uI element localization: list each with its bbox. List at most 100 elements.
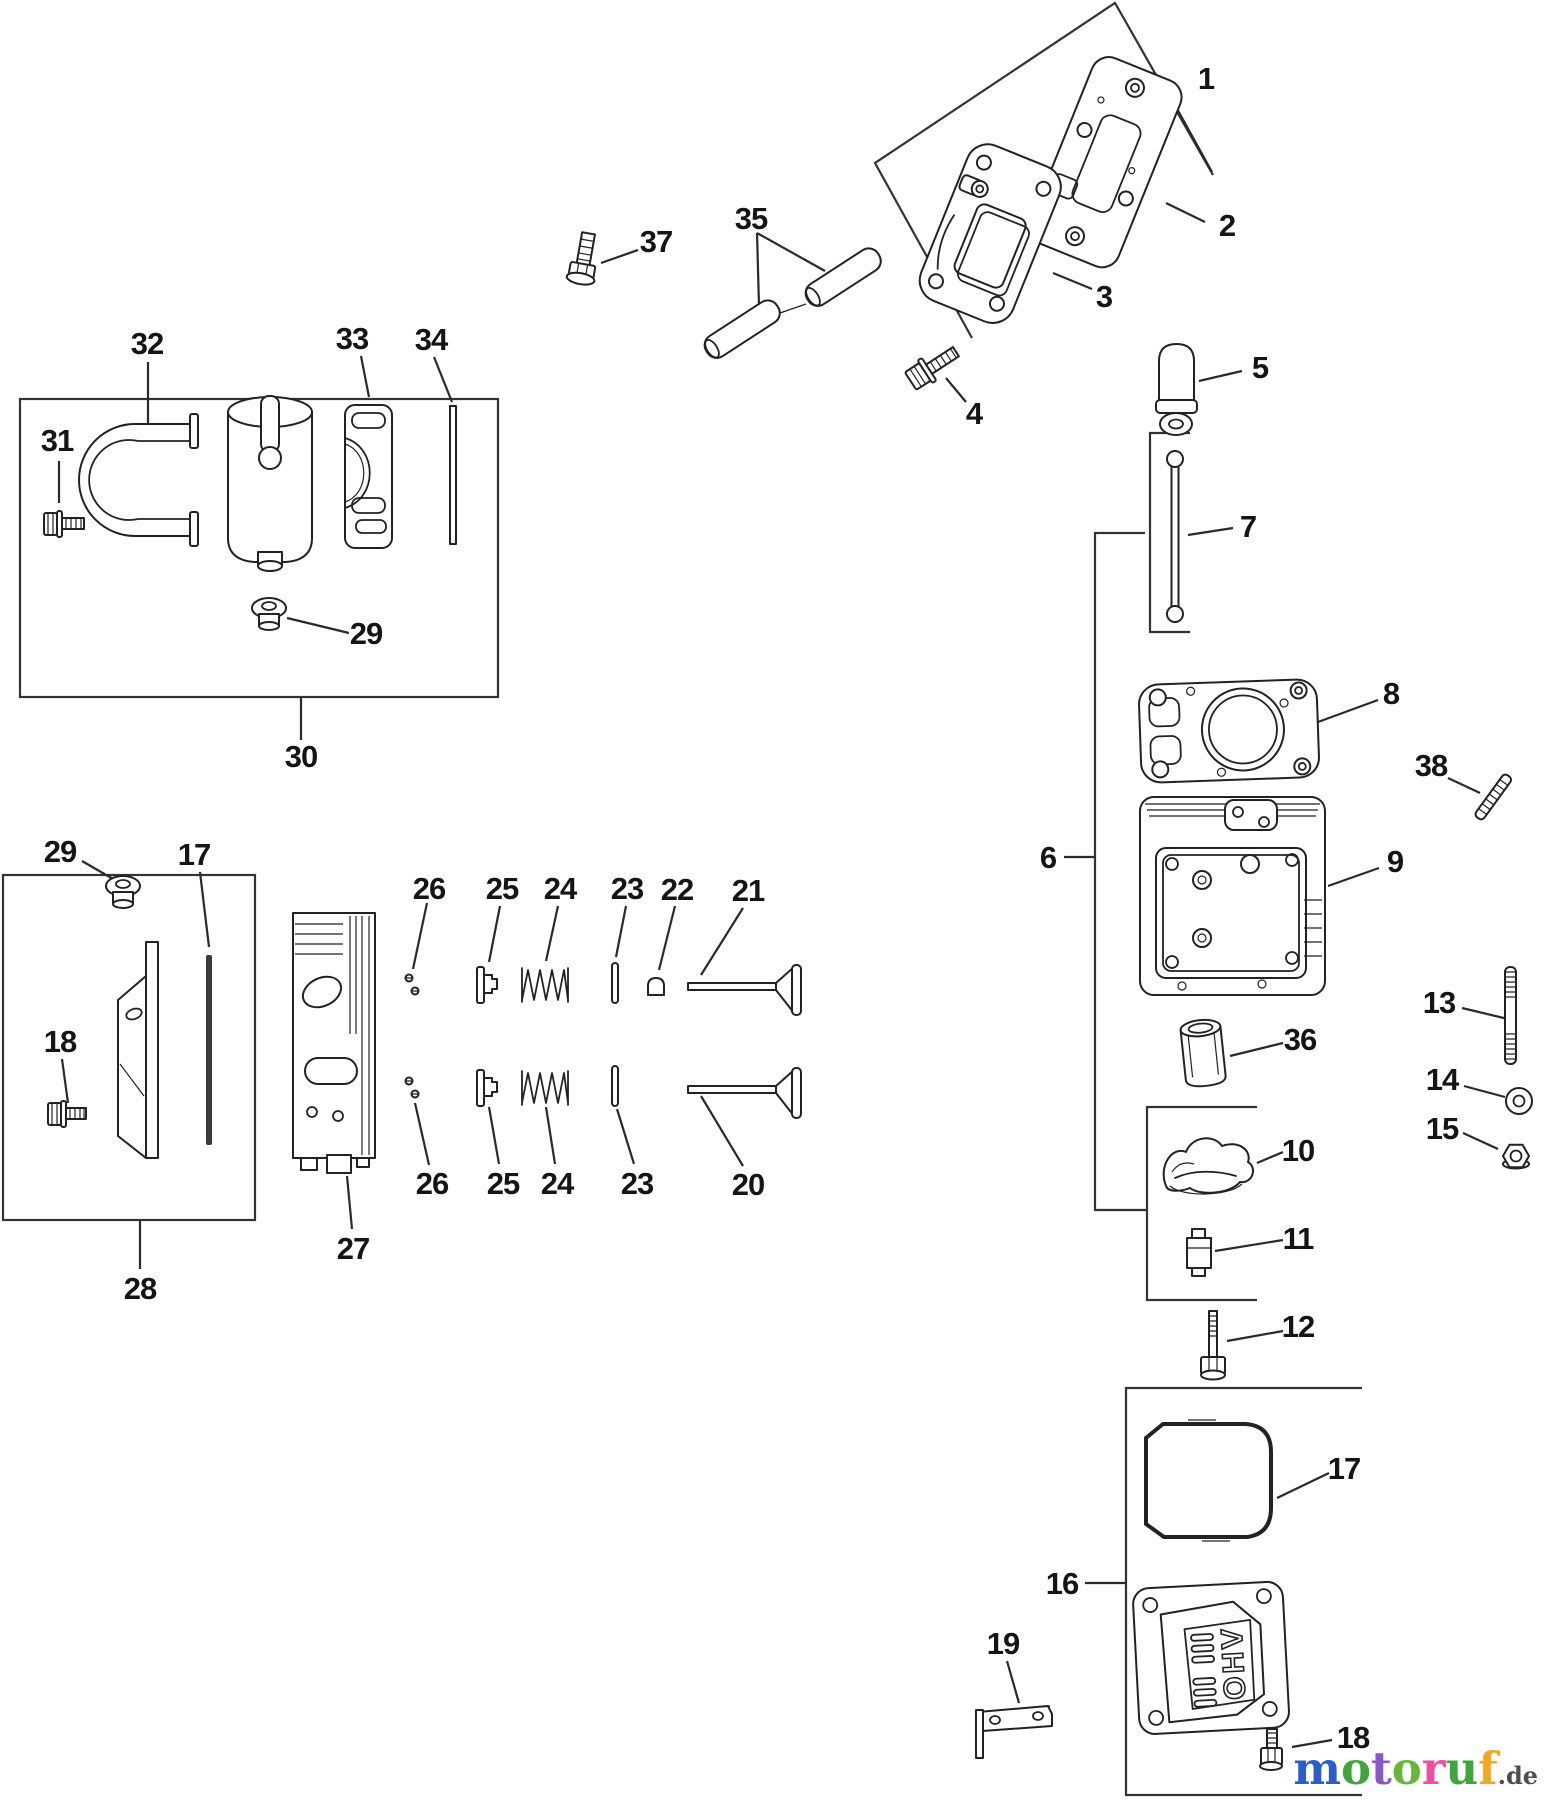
part-label-22: 22 [660,872,694,907]
push-rod-7 [1166,450,1184,623]
intake-valve-21 [687,964,802,1016]
part-label-17-left: 17 [177,837,211,872]
part-label-35: 35 [734,201,768,236]
watermark-letter: o [1340,1742,1371,1795]
breather-gasket-part2 [1028,56,1183,269]
breather-tube-36 [1179,1018,1227,1088]
dowel-tube-35b [804,247,882,307]
part-label-2: 2 [1218,208,1236,243]
dowel-tube-35a [703,299,781,359]
part-label-37: 37 [639,224,673,259]
watermark-logo: motoruf.de [1293,1746,1538,1791]
valve-keepers-26-bottom [404,1076,420,1099]
valve-keepers-26-top [404,973,420,996]
part-label-4: 4 [965,396,983,431]
strip-34 [449,405,457,545]
part-label-27: 27 [336,1231,370,1266]
canister [227,395,313,572]
part-label-10: 10 [1281,1133,1315,1168]
part-label-23-top: 23 [610,871,644,906]
grommet-29-top [251,597,287,631]
part-label-29-left: 29 [43,834,77,869]
watermark-letter: m [1293,1742,1341,1795]
part-label-3: 3 [1095,279,1113,314]
part-label-8: 8 [1382,676,1400,711]
part-label-16: 16 [1045,1566,1079,1601]
valve-lifter-5 [1155,343,1198,436]
leader-lines [57,86,1509,1749]
part-label-24-top: 24 [543,871,577,906]
nut-15 [1502,1143,1530,1170]
grommet-29-left [105,875,141,909]
head-gasket-8 [1138,678,1320,784]
exhaust-valve-20 [687,1067,802,1119]
bolt-18-left [47,1100,87,1128]
bracket-6 [1093,531,1147,1212]
part-label-7: 7 [1239,509,1257,544]
part-label-29-top: 29 [349,616,383,651]
watermark-letter: u [1445,1742,1479,1795]
part-label-26-bottom: 26 [415,1166,449,1201]
part-label-20: 20 [731,1167,765,1202]
part-label-28: 28 [123,1271,157,1306]
stud-38 [1474,773,1513,821]
bolt-12 [1200,1310,1226,1381]
spring-retainer-25-bottom [476,1069,498,1107]
part-label-26-top: 26 [412,871,446,906]
part-label-11: 11 [1282,1221,1315,1256]
bolt-18-bottom [1259,1728,1283,1771]
part-label-36: 36 [1283,1022,1317,1057]
watermark-suffix: .de [1497,1761,1538,1790]
bracket-10-11 [1145,1105,1257,1302]
valve-cover-gasket-17-bottom [1144,1419,1273,1542]
part-label-9: 9 [1386,844,1404,879]
watermark-letter: r [1421,1742,1446,1795]
tube-align-line [779,303,807,314]
cylinder-head-side-27 [292,912,376,1174]
part-label-1: 1 [1197,61,1215,96]
part-label-14: 14 [1425,1062,1459,1097]
valve-cover-ohv: OHV [1132,1580,1290,1735]
rocker-pivot-11 [1186,1228,1212,1277]
valve-spring-24-bottom [521,1070,569,1106]
support-bracket-33 [344,404,393,549]
valve-spring-24-top [521,967,569,1003]
stop-bracket-19 [975,1705,1053,1759]
screw-37 [565,231,597,286]
part-label-24-bottom: 24 [540,1166,574,1201]
watermark-letter: t [1370,1742,1392,1795]
rocker-arm-10 [1162,1137,1255,1195]
part-label-31: 31 [40,423,74,458]
part-label-13: 13 [1422,985,1456,1020]
part-label-33: 33 [335,321,369,356]
part-label-19: 19 [986,1626,1020,1661]
spring-retainer-25-top [476,966,498,1004]
part-label-32: 32 [130,326,164,361]
kit-box-28 [1,873,257,1222]
part-label-18-left: 18 [43,1024,77,1059]
stem-seal-23-top [611,962,619,1004]
cover-plate [117,941,159,1159]
stem-seal-23-bottom [611,1065,619,1107]
kit-box-16 [1124,1386,1362,1797]
part-label-15: 15 [1425,1111,1459,1146]
part-label-25-bottom: 25 [486,1166,520,1201]
part-label-25-top: 25 [485,871,519,906]
part-label-21: 21 [731,873,765,908]
part-label-5: 5 [1251,350,1269,385]
part-label-6: 6 [1039,840,1057,875]
part-label-12: 12 [1281,1309,1315,1344]
muffler-bracket-32 [78,413,199,547]
watermark-word: motoruf [1293,1746,1497,1791]
bolt-31 [43,510,85,538]
part-label-34: 34 [414,322,448,357]
stud-13 [1504,966,1517,1065]
part-label-23-bottom: 23 [620,1166,654,1201]
part-label-30: 30 [284,739,318,774]
bolt-4 [904,346,960,391]
gasket-strip-17-left [206,955,212,1145]
watermark-letter: f [1478,1742,1498,1795]
breather-cover-part3 [918,143,1062,324]
